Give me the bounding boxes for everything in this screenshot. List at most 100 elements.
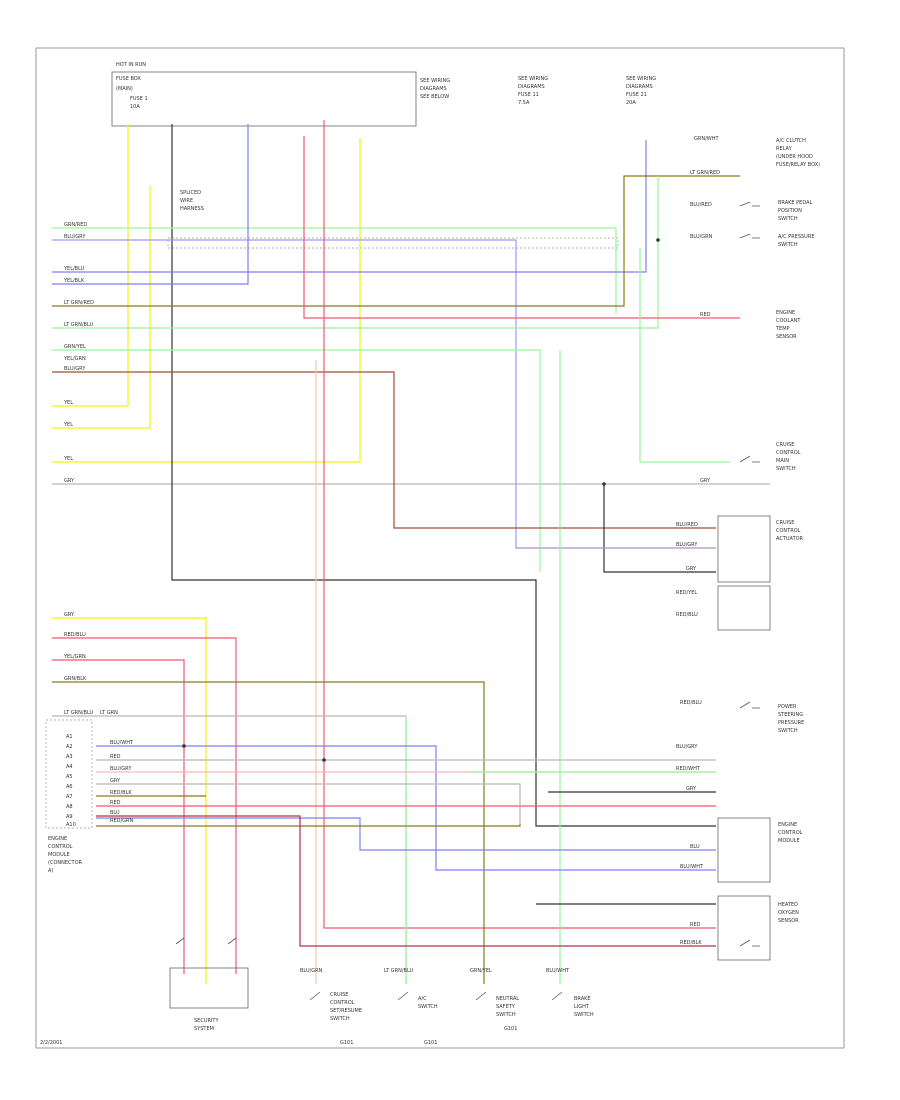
figure-number: 2/2/2001 [40, 1040, 62, 1046]
rc-1d: FUSE/RELAY BOX) [776, 162, 820, 168]
rc-4b: COOLANT [776, 318, 801, 324]
switch-9 [397, 991, 409, 1001]
rc-8a: ENGINE [778, 822, 797, 828]
bc-5c: SWITCH [574, 1012, 594, 1018]
rc-7d: SWITCH [778, 728, 798, 734]
wire-yellow-3 [52, 138, 361, 463]
bc-5b: LIGHT [574, 1004, 590, 1010]
bw-3: GRN/YEL [470, 968, 492, 974]
rw-12: BLU/GRY [676, 744, 698, 750]
wire-blue-3 [52, 124, 249, 285]
pin-a2: A2 [66, 744, 73, 750]
header-line-4: FUSE 1 [130, 96, 148, 102]
rw-11: RED/BLU [676, 612, 698, 618]
rc-6b: CONTROL [776, 528, 801, 534]
header-line-5: 10A [130, 104, 140, 110]
wire-olive-4 [96, 824, 521, 827]
rc-7c: PRESSURE [778, 720, 804, 726]
wire-blue-4 [96, 745, 716, 871]
llb-3: MODULE [48, 852, 70, 858]
rw-3: RED [700, 312, 711, 318]
lbl-ll1: GRY [64, 612, 75, 618]
diagram-frame [35, 47, 845, 1049]
rc-1a: A/C CLUTCH [776, 138, 806, 144]
lbl-ll5: LT GRN/BLU [64, 710, 93, 716]
rc-3a: A/C PRESSURE [778, 234, 814, 240]
rc-9b: OXYGEN [778, 910, 799, 916]
rc-7b: STEERING [778, 712, 803, 718]
lbl-l8: YEL/GRN [63, 356, 86, 362]
ecm-wire-labels: LT GRN BLU/WHT RED BLU/GRY GRY RED/BLK R… [100, 710, 134, 824]
wire-blue-2 [52, 140, 647, 273]
dashed-bus [167, 237, 619, 249]
lbl-l9: BLU/GRY [64, 366, 86, 372]
switch-3 [739, 455, 760, 463]
splice-1 [602, 482, 606, 486]
switch-symbols [175, 201, 760, 1001]
rc-5a: CRUISE [776, 442, 794, 448]
bc-2b: CONTROL [330, 1000, 355, 1006]
wire-green-3 [52, 349, 541, 572]
bg-1: G101 [340, 1040, 353, 1046]
rc-8c: MODULE [778, 838, 800, 844]
rc-1b: RELAY [776, 146, 793, 152]
lbl-l2: BLU/GRY [64, 234, 86, 240]
ecm-w8: BLU [110, 810, 120, 816]
left-top-labels: GRN/RED BLU/GRY YEL/BLU YEL/BLK LT GRN/R… [63, 222, 94, 372]
rc-4d: SENSOR [776, 334, 797, 340]
rw-17: BLU/WHT [680, 864, 704, 870]
left-lower-labels: GRY RED/BLU YEL/GRN GRN/BLK LT GRN/BLU [63, 612, 93, 716]
wire-yellow-4 [52, 617, 207, 984]
rw-18: RED/BLU [680, 700, 702, 706]
lbl-l7: GRN/YEL [64, 344, 86, 350]
upper-note-1-a: SEE WIRING [420, 78, 450, 84]
wire-green-2 [52, 176, 659, 329]
rw-9: GRY [686, 566, 697, 572]
fuse-box-header [111, 71, 417, 127]
pin-a7: A7 [66, 794, 73, 800]
switch-5 [739, 939, 760, 947]
lbl-m3: YEL [63, 456, 73, 462]
switch-7 [227, 937, 237, 945]
rc-6a: CRUISE [776, 520, 794, 526]
upper-note-1-b: DIAGRAMS [420, 86, 447, 92]
rc-5d: SWITCH [776, 466, 796, 472]
lbl-m4: GRY [64, 478, 75, 484]
wire-yellow-1 [52, 124, 129, 407]
spliced-note-c: HARNESS [180, 206, 204, 212]
rc-9c: SENSOR [778, 918, 799, 924]
bc-5a: BRAKE [574, 996, 591, 1002]
wire-green-1 [52, 227, 617, 314]
ecm-pin-labels: A1 A2 A3 A4 A5 A6 A7 A8 A9 A10 [66, 734, 76, 828]
lbl-l5: LT GRN/RED [64, 300, 94, 306]
ecm-right-box [717, 817, 771, 883]
oxygen-sensor-box [717, 895, 771, 961]
rw-2: LT GRN/RED [690, 170, 720, 176]
wire-black-1 [171, 124, 716, 827]
bw-4: BLU/WHT [546, 968, 570, 974]
switch-6 [175, 937, 185, 945]
security-system-box [169, 967, 249, 1009]
left-lower-box-text: ENGINE CONTROL MODULE (CONNECTOR A) [48, 836, 82, 874]
wire-olive-2 [52, 681, 485, 984]
lbl-l3: YEL/BLU [63, 266, 85, 272]
splices [182, 238, 660, 762]
rw-8: BLU/GRY [676, 542, 698, 548]
bc-2c: SET/RESUME [330, 1008, 362, 1014]
switch-8 [309, 991, 321, 1001]
right-component-labels: A/C CLUTCH RELAY (UNDER HOOD FUSE/RELAY … [775, 138, 820, 924]
rc-5c: MAIN [776, 458, 789, 464]
upper-note-2-d: 7.5A [518, 100, 530, 106]
bw-2: LT GRN/BLU [384, 968, 413, 974]
switch-11 [551, 991, 563, 1001]
pin-a4: A4 [66, 764, 73, 770]
rc-4c: TEMP [775, 326, 790, 332]
splice-3 [182, 744, 186, 748]
ecm-w9: RED/GRN [110, 818, 134, 824]
bc-2a: CRUISE [330, 992, 348, 998]
rw-5: BLU/GRN [690, 234, 713, 240]
rw-16: BLU [690, 844, 700, 850]
rw-4: BLU/RED [690, 202, 712, 208]
right-wire-labels: GRN/WHT LT GRN/RED RED BLU/RED BLU/GRN G… [676, 136, 720, 946]
ecm-w3: RED [110, 754, 121, 760]
